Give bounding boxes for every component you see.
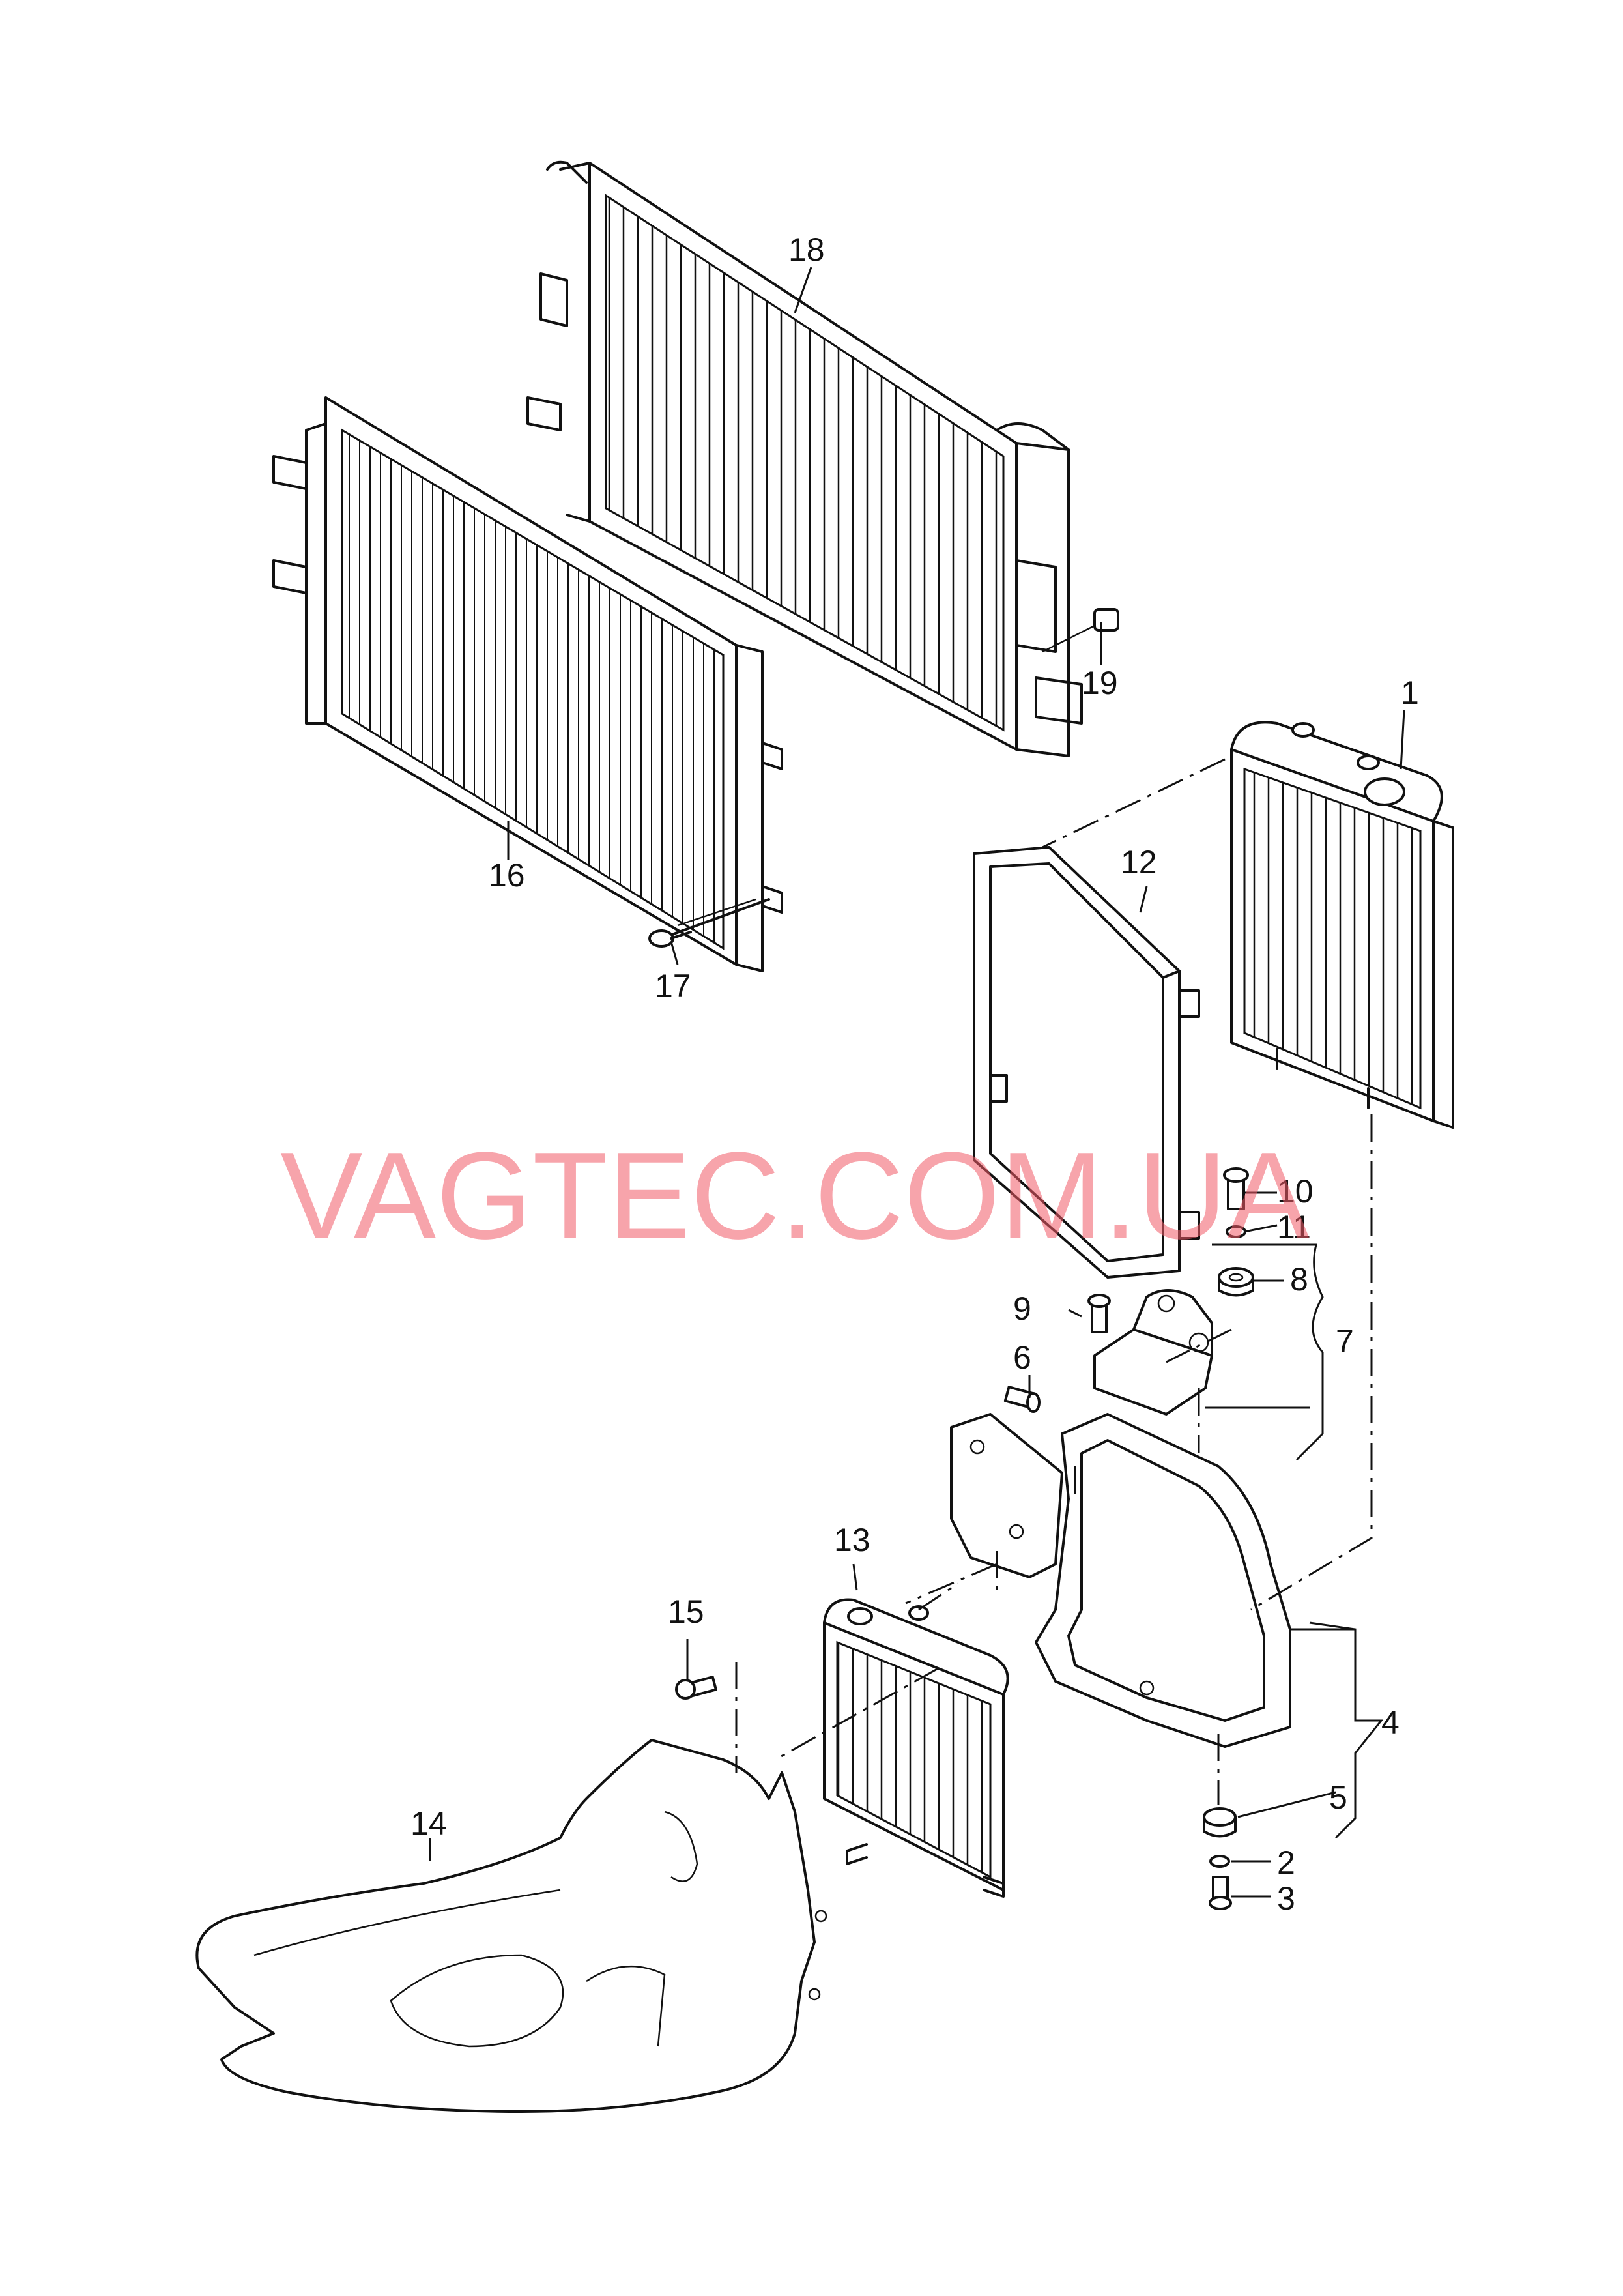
callout-9: 9: [1013, 1290, 1031, 1327]
callout-10: 10: [1277, 1173, 1314, 1210]
auxiliary-radiator: [1230, 721, 1454, 1129]
callout-13: 13: [834, 1522, 870, 1558]
washer-2: [1209, 1855, 1230, 1868]
callout-1: 1: [1401, 675, 1419, 711]
nut-19: [1093, 608, 1119, 632]
callout-2: 2: [1277, 1844, 1295, 1881]
screw-10: [1223, 1167, 1249, 1210]
watermark: VAGTEC.COM.UA: [280, 1127, 1310, 1265]
callout-14: 14: [410, 1805, 447, 1842]
callout-12: 12: [1121, 844, 1157, 880]
condenser: [272, 396, 783, 972]
screw-15: [675, 1676, 717, 1700]
small-radiator: [823, 1598, 1009, 1898]
leader-lines: [429, 267, 1405, 1898]
callout-15: 15: [668, 1593, 704, 1630]
callout-17: 17: [655, 968, 691, 1004]
callout-16: 16: [489, 857, 525, 894]
carrier-bracket: [950, 1413, 1291, 1748]
callout-labels: 1 2 3 4 5 6 7 8 9 10 11 12 13 14 15 16 1…: [410, 231, 1419, 1917]
callout-7: 7: [1336, 1323, 1354, 1359]
callout-18: 18: [788, 231, 825, 268]
callout-6: 6: [1013, 1339, 1031, 1376]
bushing-8: [1218, 1267, 1254, 1297]
screw-3: [1209, 1876, 1232, 1910]
seal-frame: [973, 846, 1200, 1279]
callout-11: 11: [1277, 1209, 1311, 1245]
screw-17: [648, 898, 770, 948]
bushing-5: [1203, 1807, 1237, 1838]
callout-5: 5: [1329, 1779, 1347, 1816]
callout-8: 8: [1290, 1261, 1308, 1298]
callout-19: 19: [1082, 665, 1118, 701]
callout-4: 4: [1381, 1704, 1400, 1741]
air-duct: [195, 1739, 827, 2113]
screw-9: [1087, 1294, 1111, 1333]
callout-3: 3: [1277, 1880, 1295, 1917]
screw-6: [1003, 1386, 1041, 1413]
bracket-7: [1093, 1289, 1213, 1416]
